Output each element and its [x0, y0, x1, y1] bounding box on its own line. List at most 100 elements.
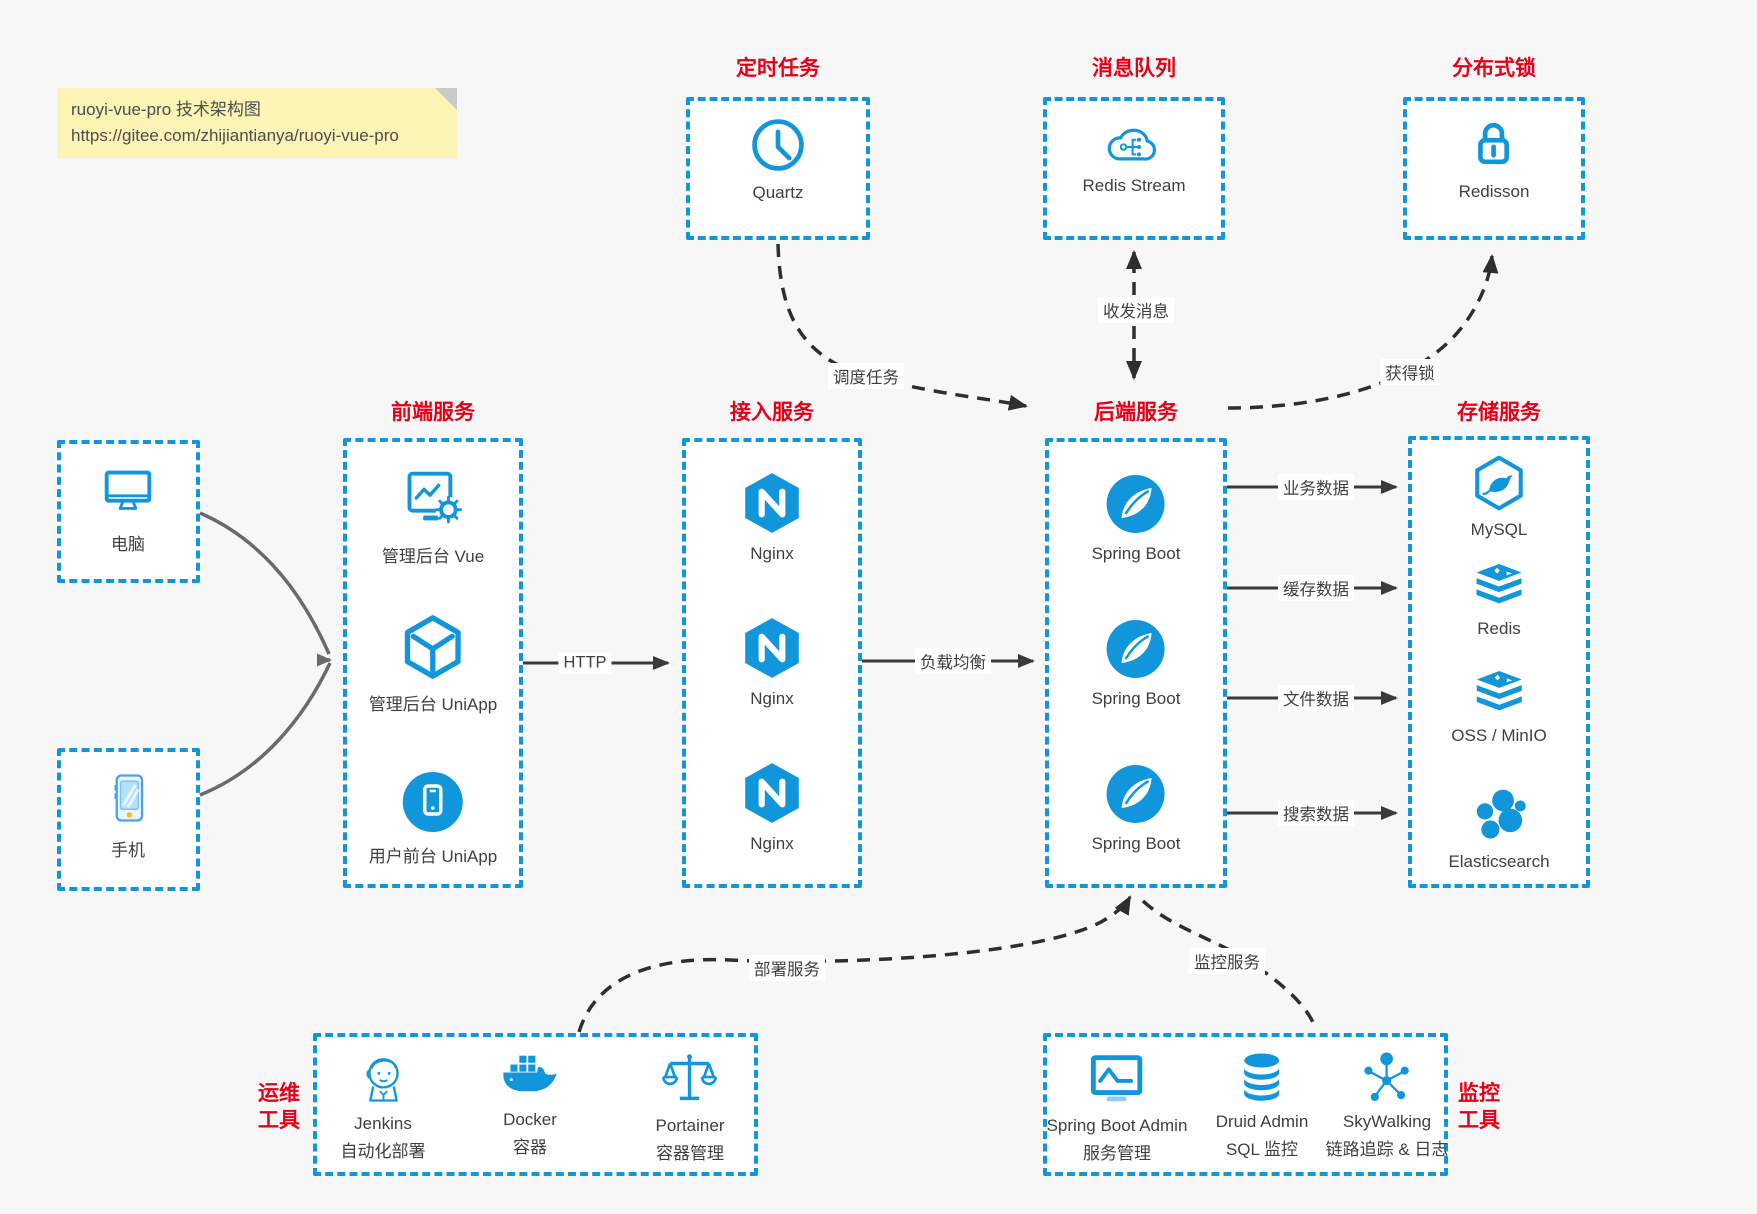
- edge-label-load-balance: 负载均衡: [915, 648, 991, 674]
- docker-icon: [498, 1050, 562, 1104]
- node-user-uniapp: 用户前台 UniApp: [369, 770, 497, 867]
- node-skywalking: SkyWalking 链路追踪 & 日志: [1325, 1048, 1449, 1160]
- node-label: Nginx: [750, 834, 794, 853]
- tool-desc: 容器: [513, 1138, 547, 1157]
- node-label: Redis: [1477, 619, 1521, 638]
- title-scheduled-task: 定时任务: [736, 57, 820, 80]
- node-spring-boot-3: Spring Boot: [1091, 762, 1181, 854]
- node-label: 管理后台 Vue: [381, 547, 485, 566]
- node-label: 管理后台 UniApp: [368, 695, 498, 714]
- node-label: 用户前台 UniApp: [368, 847, 498, 866]
- node-label: 手机: [111, 841, 145, 860]
- nginx-icon: [739, 470, 805, 536]
- node-label: Elasticsearch: [1448, 852, 1550, 871]
- oss-stack-icon: [1469, 669, 1529, 718]
- node-label: MySQL: [1470, 520, 1528, 539]
- jenkins-icon: [353, 1048, 413, 1108]
- cube-icon: [398, 612, 468, 682]
- node-druid-admin: Druid Admin SQL 监控: [1215, 1050, 1309, 1160]
- tool-desc: 链路追踪 & 日志: [1325, 1140, 1449, 1159]
- title-distributed-lock: 分布式锁: [1452, 57, 1536, 80]
- node-pc: 电脑: [97, 460, 159, 555]
- note-fold-corner: [435, 88, 457, 110]
- box-ops-tools: [313, 1033, 758, 1176]
- node-redis: Redis: [1469, 562, 1529, 639]
- node-nginx-3: Nginx: [739, 760, 805, 854]
- edge-label-search-data: 搜索数据: [1278, 800, 1354, 826]
- node-label: Redis Stream: [1082, 176, 1186, 195]
- ops-title-line2: 工具: [258, 1109, 300, 1132]
- monitor-title-line2: 工具: [1458, 1109, 1500, 1132]
- tool-desc: 自动化部署: [340, 1142, 426, 1161]
- node-label: 电脑: [111, 535, 145, 554]
- box-client-pc: [57, 440, 200, 583]
- sticky-note: ruoyi-vue-pro 技术架构图 https://gitee.com/zh…: [57, 88, 457, 158]
- database-icon: [1234, 1050, 1290, 1106]
- edge-label-monitor-service: 监控服务: [1189, 948, 1265, 974]
- ops-title-line1: 运维: [258, 1082, 300, 1105]
- note-url: https://gitee.com/zhijiantianya/ruoyi-vu…: [71, 126, 399, 145]
- tool-desc: SQL 监控: [1225, 1140, 1299, 1159]
- tool-name: Jenkins: [354, 1114, 412, 1133]
- title-ops-tools: 运维 工具: [258, 1080, 300, 1134]
- spring-boot-icon: [1104, 472, 1168, 536]
- title-monitor-tools: 监控 工具: [1458, 1080, 1500, 1134]
- user-app-icon: [401, 770, 465, 834]
- elasticsearch-icon: [1470, 786, 1528, 844]
- node-label: Redisson: [1458, 182, 1530, 201]
- edge-label-schedule-task: 调度任务: [828, 363, 904, 389]
- redis-stack-icon: [1469, 562, 1529, 611]
- node-nginx-1: Nginx: [739, 470, 805, 564]
- node-label: Nginx: [750, 689, 794, 708]
- node-nginx-2: Nginx: [739, 615, 805, 709]
- lock-icon: [1464, 114, 1524, 174]
- admin-vue-icon: [398, 464, 468, 534]
- title-frontend-services: 前端服务: [391, 401, 475, 424]
- title-message-queue: 消息队列: [1092, 57, 1176, 80]
- edge-label-http: HTTP: [558, 652, 612, 674]
- clock-icon: [748, 115, 808, 175]
- edge-monitor-service: [1141, 899, 1318, 1031]
- node-docker: Docker 容器: [498, 1050, 562, 1158]
- network-hub-icon: [1358, 1048, 1416, 1106]
- tool-name: SkyWalking: [1342, 1112, 1432, 1131]
- edge-label-business-data: 业务数据: [1278, 474, 1354, 500]
- nginx-icon: [739, 615, 805, 681]
- tool-name: Portainer: [655, 1116, 725, 1135]
- node-label: Spring Boot: [1091, 689, 1181, 708]
- scales-icon: [659, 1048, 721, 1110]
- node-quartz: Quartz: [748, 115, 808, 203]
- node-spring-boot-2: Spring Boot: [1091, 617, 1181, 709]
- phone-icon: [98, 768, 158, 828]
- tool-name: Druid Admin: [1215, 1112, 1309, 1131]
- tool-desc: 容器管理: [655, 1144, 724, 1163]
- cloud-stream-icon: [1101, 117, 1167, 168]
- node-label: Spring Boot: [1091, 544, 1181, 563]
- edge-acquire-lock: [1227, 254, 1499, 410]
- mysql-icon: [1470, 454, 1528, 512]
- node-label: Nginx: [750, 544, 794, 563]
- node-redisson: Redisson: [1458, 114, 1530, 202]
- node-label: Spring Boot: [1091, 834, 1181, 853]
- node-jenkins: Jenkins 自动化部署: [341, 1048, 426, 1162]
- tool-desc: 服务管理: [1083, 1144, 1151, 1163]
- edge-label-file-data: 文件数据: [1278, 685, 1354, 711]
- node-label: Quartz: [752, 183, 804, 202]
- title-storage-services: 存储服务: [1457, 401, 1541, 424]
- edge-deploy-service: [577, 895, 1132, 1033]
- edge-label-acquire-lock: 获得锁: [1380, 359, 1440, 385]
- title-gateway-services: 接入服务: [730, 401, 814, 424]
- node-elasticsearch: Elasticsearch: [1448, 786, 1550, 872]
- edge-label-deploy-service: 部署服务: [749, 955, 825, 981]
- node-oss-minio: OSS / MinIO: [1451, 669, 1547, 746]
- monitor-chart-icon: [1086, 1048, 1148, 1110]
- desktop-icon: [97, 460, 159, 522]
- edge-label-cache-data: 缓存数据: [1278, 575, 1354, 601]
- node-label: OSS / MinIO: [1451, 726, 1547, 745]
- node-spring-boot-admin: Spring Boot Admin 服务管理: [1047, 1048, 1187, 1164]
- node-mobile: 手机: [98, 768, 158, 861]
- node-mysql: MySQL: [1470, 454, 1528, 540]
- monitor-title-line1: 监控: [1458, 1082, 1500, 1105]
